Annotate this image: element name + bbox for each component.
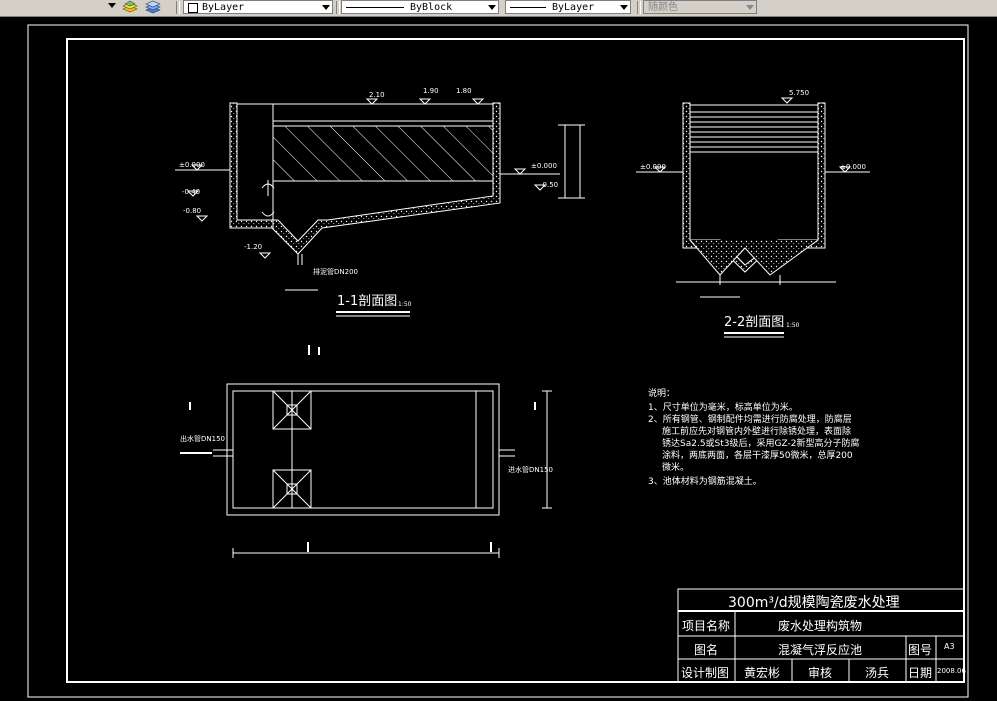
title-block [677,588,965,683]
reviewer-label: 审核 [808,666,833,680]
layer-states-icon[interactable] [121,0,139,15]
sludge-pipe-label: 排泥管DN200 [313,267,358,276]
drawing-no-label: 图号 [908,643,933,657]
lineweight-control-value: ByLayer [552,2,595,13]
note-line: 3、池体材料为钢筋混凝土。 [648,475,762,487]
date-value: 2008.06 [937,667,966,675]
note-line: 1、尺寸单位为毫米，标高单位为米。 [648,401,798,413]
chevron-down-icon[interactable] [322,5,330,10]
sheet-inner-border [66,38,965,683]
section-1-scale: 1:50 [398,301,412,308]
color-swatch [188,3,198,13]
inlet-pipe-label: 进水管DN150 [508,465,553,474]
lineweight-preview [510,7,546,8]
note-line: 微米。 [662,461,689,473]
note-line: 施工前应先对钢管内外壁进行除锈处理，表面除 [662,425,851,437]
linetype-control-value: ByBlock [410,2,453,13]
designer-label: 设计制图 [681,666,730,680]
chevron-down-icon[interactable] [488,5,496,10]
drawing-no-value: A3 [944,642,955,651]
note-line: 锈达Sa2.5或St3级后，采用GZ-2新型高分子防腐 [662,437,859,449]
section-2-2-layers [690,111,818,153]
chevron-down-icon[interactable] [620,5,628,10]
section-2-scale: 1:50 [786,322,800,329]
elev-label: 5.750 [789,89,809,97]
cad-drawing: 2.10 1.90 1.80 ±0.000 -0.40 -0.80 -1.20 … [27,24,969,698]
elev-label: ±0.000 [531,162,557,170]
sheet-outer-border [27,24,969,698]
elev-label: ±0.000 [179,161,205,169]
section-2-title: 2-2剖面图 [724,315,784,330]
section-2-2 [636,97,870,338]
properties-toolbar: ByLayer ByBlock ByLayer 随颜色 [0,0,997,17]
note-line: 说明： [648,387,675,399]
section-1-1 [175,98,585,317]
reviewer-value: 汤兵 [865,666,890,680]
plan-view-labels: 出水管DN150 进水管DN150 [180,434,553,474]
note-line: 涂料，两底两面，各层干漆厚50微米，总厚200 [662,449,853,461]
dropdown-arrow-icon[interactable] [108,3,116,8]
elev-label: 1.90 [423,87,439,95]
title-block-title: 300m³/d规模陶瓷废水处理 [728,595,900,611]
toolbar-separator [176,1,180,14]
section-2-2-labels: 5.750 ±0.000 ±0.000 2-2剖面图 1:50 [640,89,866,330]
elev-label: -0.80 [183,207,201,215]
project-value: 废水处理构筑物 [778,619,863,633]
note-line: 2、所有钢管、钢制配件均需进行防腐处理，防腐层 [648,413,852,425]
drawing-name-label: 图名 [694,643,719,657]
designer-value: 黄宏彬 [744,666,781,680]
elev-label: 2.10 [369,91,385,99]
plotstyle-control-value: 随颜色 [648,2,678,13]
elev-label: ±0.000 [840,163,866,171]
elev-label: ±0.000 [640,163,666,171]
project-label: 项目名称 [682,619,731,633]
section-1-title: 1-1剖面图 [337,294,397,309]
toolbar-separator [336,1,340,14]
elev-label: -1.20 [244,243,262,251]
plan-view [180,345,552,558]
toolbar-separator [637,1,641,14]
drawing-canvas[interactable]: 2.10 1.90 1.80 ±0.000 -0.40 -0.80 -1.20 … [0,17,997,701]
section-1-1-labels: 2.10 1.90 1.80 ±0.000 -0.40 -0.80 -1.20 … [179,87,558,309]
chevron-down-icon[interactable] [746,5,754,10]
layer-previous-icon[interactable] [144,0,162,15]
lineweight-control[interactable]: ByLayer [505,0,631,14]
outlet-pipe-label: 出水管DN150 [180,434,225,443]
linetype-preview [346,7,404,8]
color-control-value: ByLayer [202,2,245,13]
date-label: 日期 [908,666,933,680]
elev-label: 1.80 [456,87,472,95]
elev-label: -0.40 [182,188,200,196]
plotstyle-control[interactable]: 随颜色 [643,0,757,14]
drawing-name-value: 混凝气浮反应池 [778,643,863,657]
linetype-control[interactable]: ByBlock [341,0,499,14]
elev-label: -0.50 [540,181,558,189]
color-control[interactable]: ByLayer [183,0,333,14]
notes: 说明： 1、尺寸单位为毫米，标高单位为米。 2、所有钢管、钢制配件均需进行防腐处… [648,387,859,487]
